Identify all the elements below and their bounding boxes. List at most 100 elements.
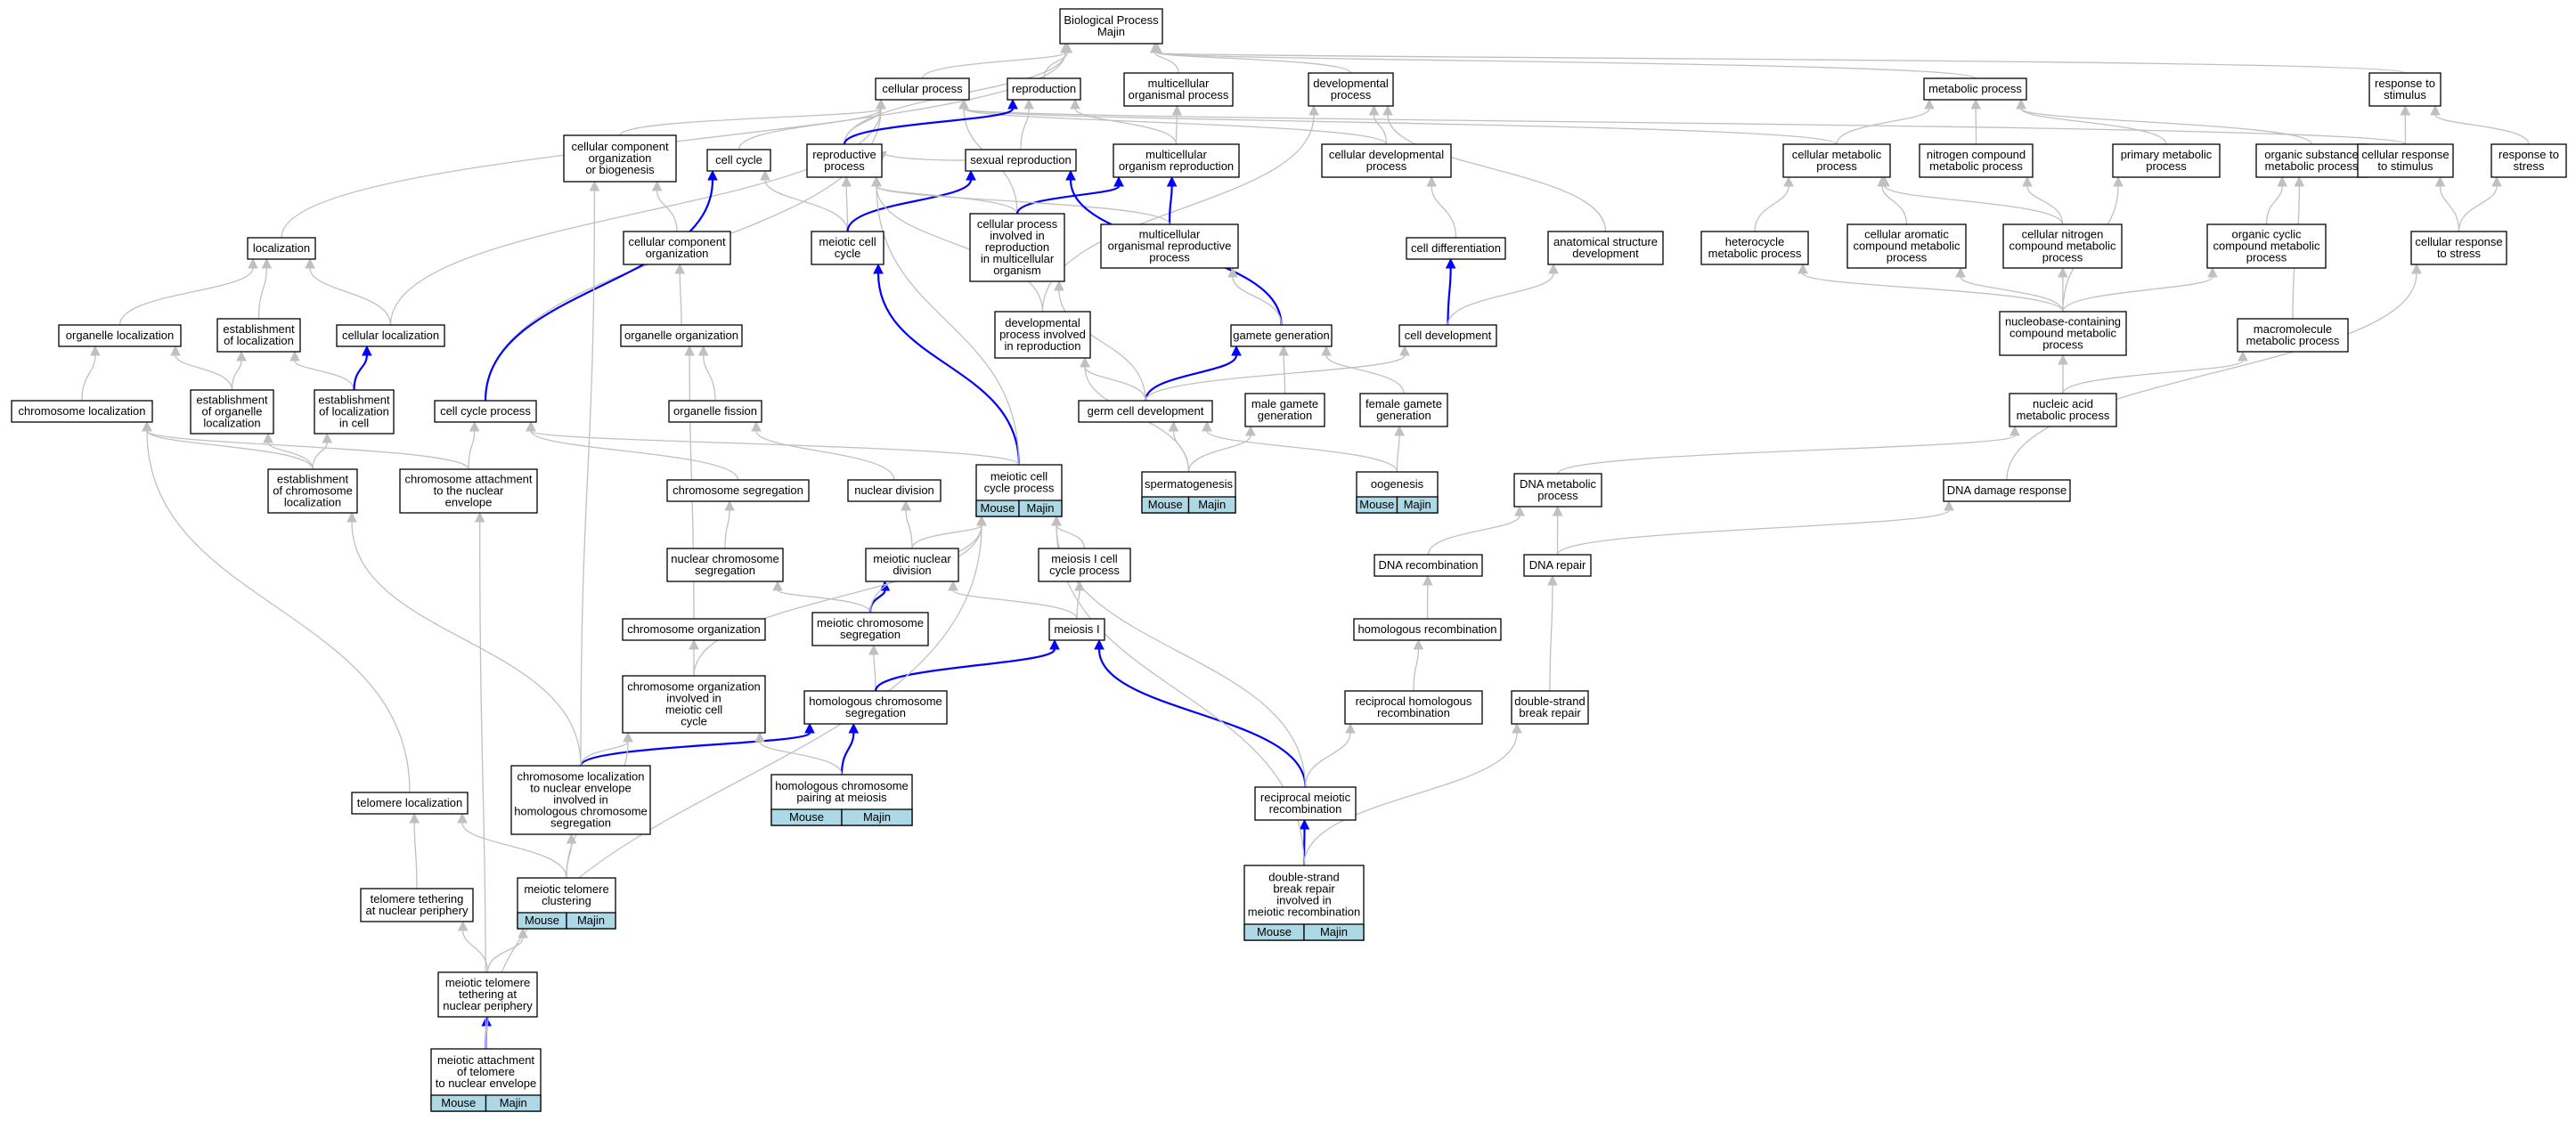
- go-node-organelle-fission[interactable]: organelle fission: [668, 400, 762, 423]
- go-node-dna-damage-response[interactable]: DNA damage response: [1943, 479, 2071, 502]
- node-box: [2009, 393, 2117, 427]
- edge-arrowhead: [1245, 425, 1256, 436]
- go-node-cell-differentiation[interactable]: cell differentiation: [1406, 237, 1506, 260]
- go-node-sexual-reproduction[interactable]: sexual reproduction: [965, 149, 1077, 172]
- node-label-line: metabolic process: [2246, 334, 2340, 347]
- go-node-dna-recombination[interactable]: DNA recombination: [1374, 554, 1483, 577]
- edge-arrowhead: [976, 515, 987, 526]
- go-node-dna-repair[interactable]: DNA repair: [1523, 554, 1592, 577]
- go-node-telomere-localization[interactable]: telomere localization: [351, 792, 469, 815]
- edge-arrowhead: [1423, 574, 1433, 586]
- go-node-chromosome-localization[interactable]: chromosome localization: [11, 400, 153, 423]
- go-node-nuclear-division[interactable]: nuclear division: [847, 479, 942, 502]
- go-node-organelle-localization[interactable]: organelle localization: [58, 324, 182, 347]
- edge-arrowhead: [362, 345, 372, 356]
- go-node-metabolic-process[interactable]: metabolic process: [1923, 77, 2027, 101]
- edge-arrowhead: [966, 169, 976, 181]
- go-node-cell-cycle-process[interactable]: cell cycle process: [434, 400, 537, 423]
- node-label-line: recombination: [1377, 706, 1450, 719]
- go-node-chromosome-organization[interactable]: chromosome organization: [622, 618, 766, 641]
- node-label-line: involved in: [990, 229, 1044, 242]
- go-node-cellular-process[interactable]: cellular process: [875, 77, 970, 101]
- edge-arrowhead: [901, 500, 911, 511]
- edge-reproduction-to-bp: [1043, 52, 1069, 79]
- edge-arrowhead: [1413, 638, 1424, 650]
- go-node-cellular-localization[interactable]: cellular localization: [336, 324, 445, 347]
- node-box: [2002, 223, 2123, 269]
- go-node-cell-development[interactable]: cell development: [1398, 324, 1497, 347]
- node-box: [314, 389, 395, 435]
- go-node-organelle-organization[interactable]: organelle organization: [620, 324, 743, 347]
- go-node-germ-cell-development[interactable]: germ cell development: [1078, 400, 1213, 423]
- go-node-chromosome-segregation[interactable]: chromosome segregation: [666, 479, 810, 502]
- go-node-meiosis-i[interactable]: meiosis I: [1048, 618, 1105, 641]
- go-node-homologous-recombination[interactable]: homologous recombination: [1353, 618, 1502, 641]
- go-node-localization[interactable]: localization: [247, 237, 316, 260]
- node-label-line: process: [2042, 338, 2083, 352]
- go-node-gamete-generation[interactable]: gamete generation: [1230, 324, 1333, 347]
- node-box: [399, 468, 538, 514]
- node-label-line: Majin: [1097, 25, 1125, 38]
- edge-arrowhead: [2238, 350, 2248, 361]
- node-box: [434, 400, 537, 423]
- go-node-reproduction[interactable]: reproduction: [1007, 77, 1081, 101]
- go-node-cell-cycle[interactable]: cell cycle: [706, 149, 771, 172]
